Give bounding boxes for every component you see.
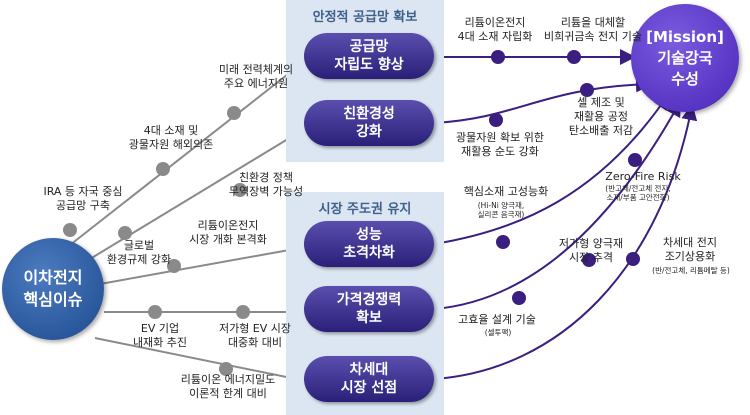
task-label-low-cost-cathode: 저가형 양극재 시장 추격 bbox=[558, 237, 624, 264]
panel-title-stable-supply: 안정적 공급망 확보 bbox=[312, 10, 418, 25]
task-label-non-rare-metal: 리튬을 대체할 비희귀금속 전지 기술 bbox=[543, 16, 643, 43]
goal-performance-gap: 성능 초격차화 bbox=[304, 221, 434, 267]
issue-dot bbox=[227, 106, 241, 120]
task-sub-efficient-design: (셀투팩) bbox=[484, 328, 512, 337]
core-issue-circle: 이차전지 핵심이슈 bbox=[2, 238, 104, 340]
line-g4-mission bbox=[433, 100, 681, 310]
line-g5-mission bbox=[433, 104, 698, 380]
line-core-g5 bbox=[94, 337, 308, 387]
task-sub-core-material: (Hi-Ni 양극재, 실리콘 음극재) bbox=[477, 201, 525, 219]
task-dot bbox=[489, 113, 503, 127]
mission-circle: [Mission] 기술강국 수성 bbox=[631, 4, 739, 112]
task-label-four-materials: 리튬이온전지 4대 소재 자립화 bbox=[457, 16, 533, 43]
task-dot bbox=[628, 153, 642, 167]
task-dot bbox=[582, 253, 596, 267]
task-label-core-material: 핵심소재 고성능화 bbox=[463, 185, 549, 198]
task-dot bbox=[580, 83, 594, 97]
issue-dot bbox=[219, 362, 233, 376]
task-label-zero-fire: Zero-Fire Risk bbox=[605, 170, 681, 183]
goal-supply-independence: 공급망 자립도 향상 bbox=[304, 33, 434, 79]
task-label-next-gen-battery: 차세대 전지 조기상용화 bbox=[662, 236, 718, 263]
issue-dot bbox=[167, 259, 181, 273]
line-core-g2 bbox=[84, 126, 308, 263]
task-dot bbox=[626, 252, 640, 266]
goal-next-gen-market: 차세대 시장 선점 bbox=[304, 356, 434, 402]
issue-dot bbox=[233, 183, 247, 197]
panel-title-market-lead: 시장 주도권 유지 bbox=[318, 202, 412, 217]
issue-label-ev-insourcing: EV 기업 내재화 추진 bbox=[132, 322, 188, 349]
task-label-carbon-reduction: 셀 제조 및 재활용 공정 탄소배출 저감 bbox=[568, 96, 634, 137]
line-core-g1 bbox=[69, 58, 308, 246]
issue-label-global-regulation: 글로벌 환경규제 강화 bbox=[106, 239, 172, 266]
task-label-efficient-design: 고효율 설계 기술 bbox=[458, 313, 536, 326]
task-label-recycling-purity: 광물자원 확보 위한 재활용 순도 강화 bbox=[456, 131, 544, 158]
task-sub-next-gen-battery: (반/전고체, 리튬메탈 등) bbox=[652, 266, 730, 275]
task-dot bbox=[567, 50, 581, 64]
issue-label-li-ion-market: 리튬이온전지 시장 개화 본격화 bbox=[189, 219, 267, 246]
line-g2-mission bbox=[433, 76, 652, 124]
issue-dot bbox=[118, 226, 132, 240]
issue-label-energy-density-limit: 리튬이온 에너지밀도 이론적 한계 대비 bbox=[180, 373, 276, 400]
issue-dot bbox=[156, 162, 170, 176]
issue-label-ira-supply-chain: IRA 등 자국 중심 공급망 구축 bbox=[43, 185, 123, 212]
line-g3-mission bbox=[433, 93, 670, 245]
task-sub-zero-fire: (반고체/전고체 전지, 소재/부품 고안전화) bbox=[605, 184, 671, 202]
goal-price-competitiveness: 가격경쟁력 확보 bbox=[304, 286, 434, 332]
issue-dot bbox=[236, 305, 250, 319]
task-dot bbox=[491, 50, 505, 64]
goal-eco-friendly: 친환경성 강화 bbox=[304, 100, 434, 146]
issue-label-eco-trade-barrier: 친환경 정책 무역장벽 가능성 bbox=[228, 171, 304, 198]
issue-dot bbox=[63, 223, 77, 237]
issue-dot bbox=[148, 305, 162, 319]
issue-label-future-energy: 미래 전력체계의 주요 에너지원 bbox=[218, 63, 294, 90]
task-dot bbox=[512, 291, 526, 305]
issue-label-low-cost-ev: 저가형 EV 시장 대중화 대비 bbox=[218, 322, 292, 349]
task-dot bbox=[496, 235, 510, 249]
issue-label-overseas-dependence: 4대 소재 및 광물자원 해외의존 bbox=[128, 124, 214, 151]
line-core-g3 bbox=[99, 241, 308, 285]
